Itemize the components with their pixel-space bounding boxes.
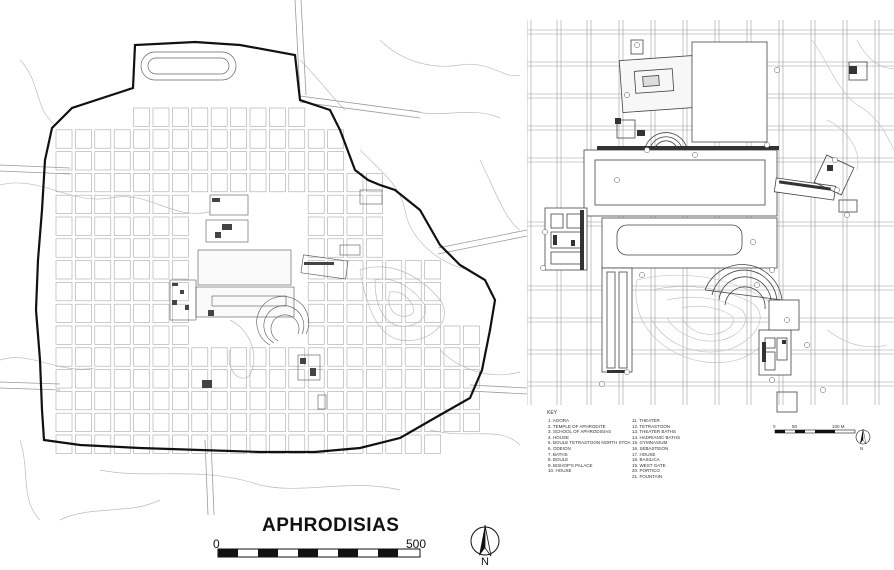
city-wall — [34, 40, 497, 454]
key-item: 4. HOUSE — [548, 434, 570, 440]
north-label: N — [481, 556, 489, 568]
key-item: 10. HOUSE — [548, 468, 572, 474]
street-grid — [55, 107, 480, 454]
detail-north-label: N — [860, 446, 864, 451]
site-markers — [540, 42, 850, 393]
terrain-contours — [0, 39, 521, 521]
buildings — [544, 39, 868, 413]
north-arrow-icon — [470, 524, 500, 557]
south-agora — [601, 217, 778, 269]
key-item: 11. THEATER — [632, 418, 660, 423]
key-item: 6. ODEION — [548, 445, 571, 451]
key-item: 5. BOULE TETRASTOON NORTH STOA — [548, 440, 631, 446]
detail-scale-end: 100 M — [832, 424, 845, 429]
monument-details — [172, 198, 334, 388]
key-item: 20. PORTICO — [632, 468, 660, 474]
theater — [704, 264, 783, 301]
key-item: 17. HOUSE — [632, 451, 656, 457]
city-plan-map — [0, 0, 527, 558]
key-item: 3. SCHOOL OF APHRODISIAS — [548, 429, 612, 435]
scale-label-end: 500 — [406, 537, 427, 551]
key-item: 14. HADRIANIC BATHS — [632, 434, 681, 440]
detail-north-arrow-icon — [855, 428, 871, 445]
key-item: 18. BASILICA — [632, 457, 660, 463]
stadium — [140, 51, 237, 81]
key-item: 2. TEMPLE OF APHRODITE — [548, 423, 606, 429]
key-item: 13. THEATER BATHS — [632, 429, 677, 435]
key-item: 16. SEBASTEION — [632, 445, 669, 451]
detail-scale-mid: 50 — [792, 424, 798, 429]
key-title: KEY — [547, 410, 558, 416]
central-area-plan — [527, 20, 894, 445]
key-item: 9. BISHOP'S PALACE — [548, 462, 593, 468]
detail-scale-bar — [774, 429, 856, 434]
scale-bar — [217, 548, 421, 558]
map-title: APHRODISIAS — [262, 515, 400, 536]
terrain-contours — [635, 39, 894, 363]
key-item: 21. FOUNTAIN — [632, 473, 663, 479]
key-item: 15. GYMNASIUM — [632, 440, 668, 446]
key-item: 12. TETRASTOON — [632, 423, 671, 429]
key-item: 19. WEST GATE — [632, 462, 666, 468]
key-item: 7. BATHS — [548, 451, 568, 457]
key-item: 8. BOULE — [548, 457, 569, 463]
detail-scale-start: 0 — [773, 424, 776, 429]
monument-complex — [169, 189, 383, 410]
key-item: 1. AGORA — [548, 418, 570, 423]
building-details — [553, 66, 857, 373]
scale-label-start: 0 — [213, 537, 220, 551]
